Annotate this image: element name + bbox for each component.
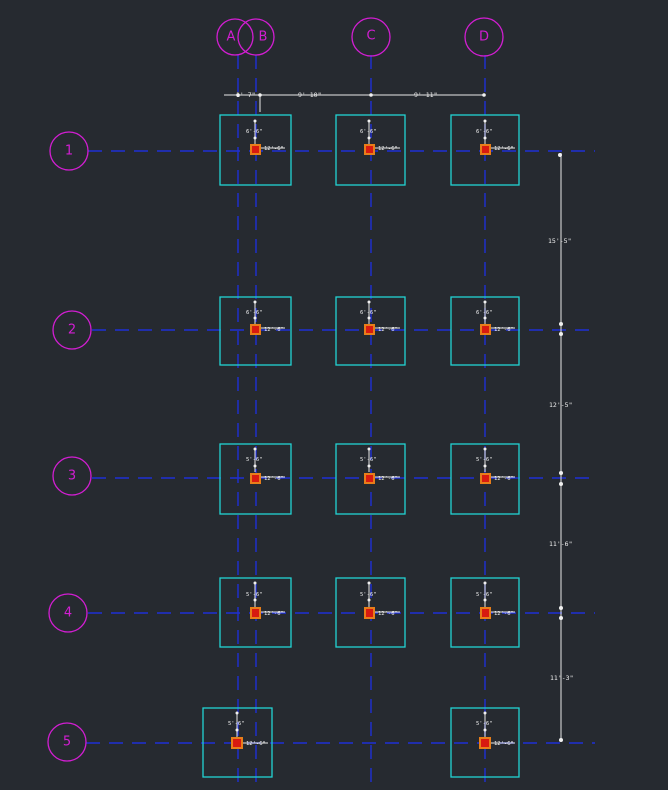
footing-1d-h-dim: 12'-6" [494, 146, 514, 152]
footing-1c-h-dim: 12'-6" [378, 146, 398, 152]
footing-1a-h-dim: 12'-6" [264, 146, 284, 152]
right-dimension-1: 15'-5" [548, 237, 571, 245]
footing-2d-v-dim: 6'-6" [476, 310, 493, 316]
top-dimension-1: 1'-7" [236, 91, 256, 99]
grid-bubble-a: A [216, 18, 254, 56]
svg-text:D: D [479, 30, 489, 45]
grid-bubble-d: D [464, 17, 504, 57]
footing-2c[interactable]: 6'-6" 12'-6" [335, 296, 406, 366]
footing-3a[interactable]: 5'-6" 12'-6" [219, 443, 292, 515]
footing-4a[interactable]: 5'-6" 12'-6" [219, 577, 292, 648]
footing-1a[interactable]: 6'-6" 12'-6" [219, 114, 292, 186]
grid-bubble-c: C [351, 17, 391, 57]
footing-3d-v-dim: 5'-6" [476, 457, 493, 463]
right-dimension-4: 11'-3" [550, 674, 573, 682]
footing-3d[interactable]: 5'-6" 12'-6" [450, 443, 520, 515]
footing-4d[interactable]: 5'-6" 12'-6" [450, 577, 520, 648]
footing-5a-h-dim: 12'-6" [246, 741, 266, 747]
grid-bubble-b: B [237, 18, 275, 56]
footing-5a-v-dim: 5'-6" [228, 721, 245, 727]
footing-3a-h-dim: 12'-6" [264, 476, 284, 482]
footing-2c-h-dim: 12'-6" [378, 327, 398, 333]
grid-bubble-2: 2 [52, 310, 92, 350]
footing-2d-h-dim: 12'-6" [494, 327, 514, 333]
vertical-grid-lines [237, 55, 486, 790]
column-grid-bubbles: A B C D [216, 17, 504, 57]
grid-bubble-3: 3 [52, 456, 92, 496]
svg-text:3: 3 [68, 469, 76, 484]
right-dimension-string: 15'-5" 12'-5" 11'-6" 11'-3" [548, 153, 573, 742]
svg-text:1: 1 [65, 144, 73, 159]
right-dimension-3: 11'-6" [549, 540, 572, 548]
footing-4a-v-dim: 5'-6" [246, 592, 263, 598]
footing-3c-h-dim: 12'-6" [378, 476, 398, 482]
footing-3a-v-dim: 5'-6" [246, 457, 263, 463]
grid-bubble-5: 5 [47, 722, 87, 762]
grid-bubble-4: 4 [48, 593, 88, 633]
row-grid-bubbles: 1 2 3 4 5 [47, 131, 92, 762]
footing-5d-h-dim: 12'-6" [494, 741, 514, 747]
footing-4a-h-dim: 12'-6" [264, 611, 284, 617]
footing-4c[interactable]: 5'-6" 12'-6" [335, 577, 406, 648]
svg-text:2: 2 [68, 323, 76, 338]
footing-4c-v-dim: 5'-6" [360, 592, 377, 598]
footing-3d-h-dim: 12'-6" [494, 476, 514, 482]
footing-3c[interactable]: 5'-6" 12'-6" [335, 443, 406, 515]
svg-text:4: 4 [64, 606, 72, 621]
top-dimension-string: 1'-7" 9'-10" 9'-11" [224, 91, 486, 112]
footing-1c[interactable]: 6'-6" 12'-6" [335, 114, 406, 186]
footing-2a[interactable]: 6'-6" 12'-6" [219, 296, 292, 366]
top-dimension-3: 9'-11" [414, 91, 437, 99]
svg-text:C: C [366, 29, 375, 44]
footing-2a-h-dim: 12'-6" [264, 327, 284, 333]
footing-1a-v-dim: 6'-6" [246, 129, 263, 135]
footing-2d[interactable]: 6'-6" 12'-6" [450, 296, 520, 366]
footing-5d-v-dim: 5'-6" [476, 721, 493, 727]
svg-text:5: 5 [63, 735, 71, 750]
footing-2c-v-dim: 6'-6" [360, 310, 377, 316]
footing-5d[interactable]: 5'-6" 12'-6" [450, 707, 520, 778]
footing-3c-v-dim: 5'-6" [360, 457, 377, 463]
right-dimension-2: 12'-5" [549, 401, 572, 409]
footing-2a-v-dim: 6'-6" [246, 310, 263, 316]
footing-1c-v-dim: 6'-6" [360, 129, 377, 135]
svg-text:B: B [259, 30, 268, 45]
footing-1d[interactable]: 6'-6" 12'-6" [450, 114, 520, 186]
footing-4d-h-dim: 12'-6" [494, 611, 514, 617]
footing-1d-v-dim: 6'-6" [476, 129, 493, 135]
footing-4d-v-dim: 5'-6" [476, 592, 493, 598]
grid-bubble-1: 1 [49, 131, 89, 171]
top-dimension-2: 9'-10" [298, 91, 321, 99]
svg-text:A: A [227, 30, 236, 45]
footing-5a[interactable]: 5'-6" 12'-6" [202, 707, 273, 778]
footing-4c-h-dim: 12'-6" [378, 611, 398, 617]
